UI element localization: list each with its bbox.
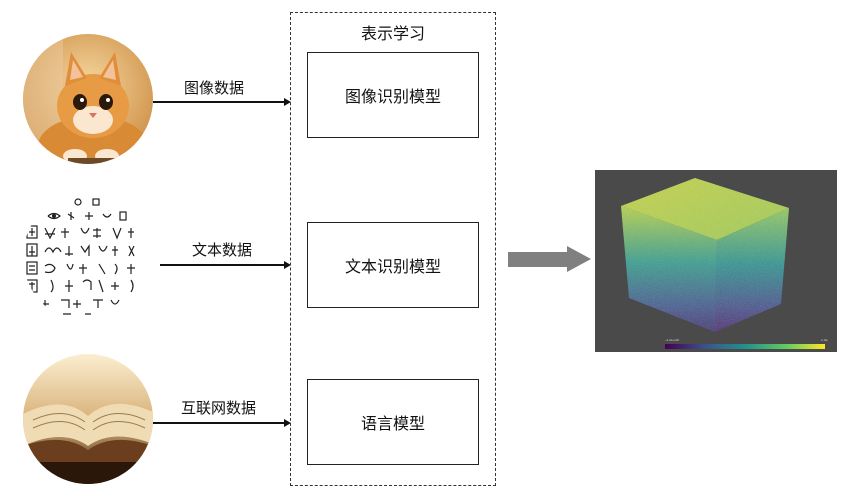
text-data-arrowhead	[284, 261, 291, 269]
embedding-cube: -1.2e+00 1.0e	[621, 178, 828, 349]
embedding-visualization: -1.2e+00 1.0e	[595, 170, 837, 352]
internet-data-arrow	[153, 422, 285, 424]
colorbar-min-label: -1.2e+00	[665, 338, 679, 342]
output-arrow-body	[508, 252, 568, 267]
output-arrow-head	[567, 246, 591, 272]
colorbar	[665, 344, 825, 349]
cat-image	[23, 34, 153, 164]
book-image	[23, 354, 153, 484]
language-model-label: 语言模型	[360, 414, 425, 433]
text-data-arrow	[160, 264, 285, 266]
cat-picture	[23, 34, 153, 164]
image-data-arrowhead	[284, 98, 291, 106]
glyphs-image	[23, 192, 153, 322]
frame-title: 表示学习	[360, 24, 425, 43]
internet-data-arrowhead	[284, 419, 291, 427]
language-model-box: 语言模型	[307, 379, 479, 465]
image-data-label: 图像数据	[184, 79, 245, 97]
text-recognition-model-box: 文本识别模型	[307, 222, 479, 308]
image-recognition-model-label: 图像识别模型	[344, 87, 441, 106]
image-recognition-model-box: 图像识别模型	[307, 52, 479, 138]
colorbar-max-label: 1.0e	[821, 338, 828, 342]
text-recognition-model-label: 文本识别模型	[344, 257, 441, 276]
image-data-arrow	[153, 101, 285, 103]
glyphs-picture	[26, 198, 135, 315]
text-data-label: 文本数据	[192, 241, 253, 259]
internet-data-label: 互联网数据	[181, 399, 257, 417]
representation-learning-frame	[290, 12, 496, 486]
book-picture	[23, 354, 153, 484]
